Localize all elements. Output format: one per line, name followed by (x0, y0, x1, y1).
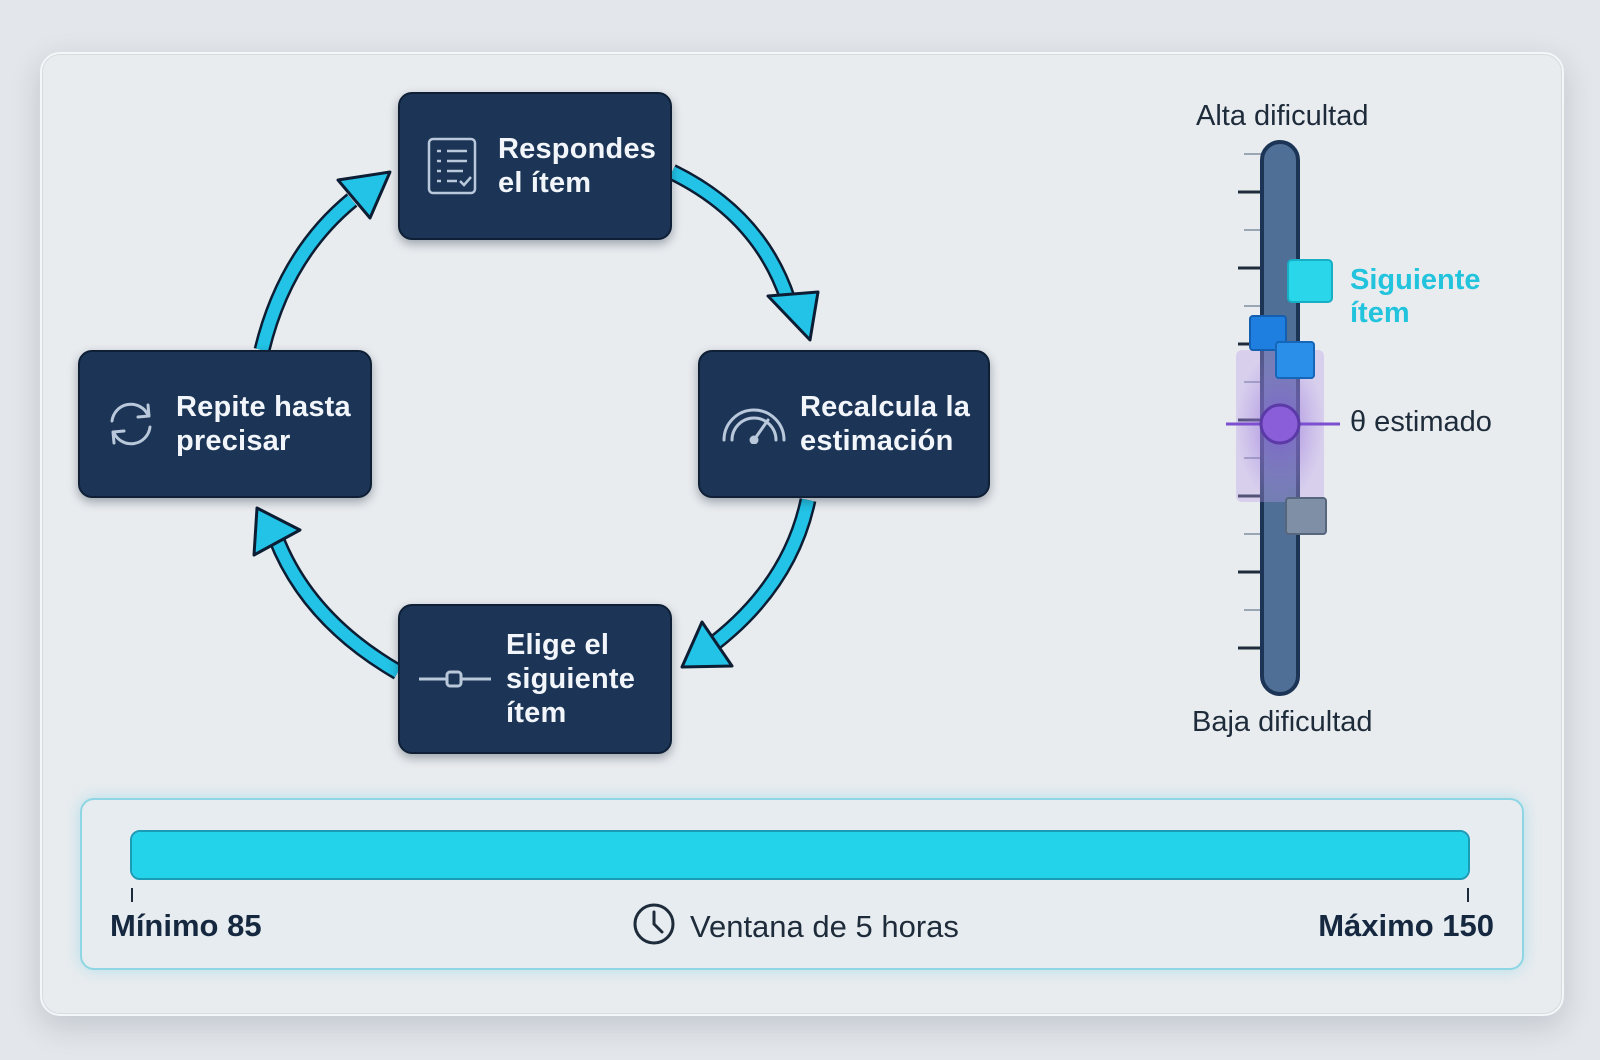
step-repeat-until-precise: Repite hasta precisar (78, 350, 372, 498)
max-questions-label: Máximo 150 (1318, 908, 1494, 943)
theta-estimate-label: θ estimado (1350, 406, 1492, 438)
min-tick (131, 888, 133, 902)
step-label: Respondes el ítem (498, 133, 657, 199)
step-respond-item: Respondes el ítem (398, 92, 672, 240)
clock-icon (632, 902, 676, 951)
max-tick (1467, 888, 1469, 902)
step-recalculate-estimate: Recalcula la estimación (698, 350, 990, 498)
checklist-icon (424, 137, 480, 195)
difficulty-scale (1226, 140, 1340, 696)
item-marker-blue (1275, 341, 1315, 379)
time-window-label: Ventana de 5 horas (690, 908, 959, 944)
step-label: Repite hasta precisar (176, 391, 351, 457)
low-difficulty-label: Baja dificultad (1192, 706, 1373, 738)
min-questions-label: Mínimo 85 (110, 908, 262, 943)
gauge-icon (720, 404, 788, 444)
test-length-card (80, 798, 1524, 970)
refresh-icon (102, 401, 160, 447)
theta-marker (1259, 403, 1301, 445)
slider-icon (416, 669, 494, 689)
step-label: Recalcula la estimación (800, 391, 971, 457)
time-window: Ventana de 5 horas (632, 902, 959, 951)
next-item-label: Siguiente ítem (1350, 264, 1481, 329)
item-marker-gray (1285, 497, 1327, 535)
step-choose-next-item: Elige el siguiente ítem (398, 604, 672, 754)
step-label: Elige el siguiente ítem (506, 629, 636, 729)
test-length-bar (130, 830, 1470, 880)
next-item-marker (1287, 259, 1333, 303)
high-difficulty-label: Alta dificultad (1196, 100, 1369, 132)
test-length-bar-fill (132, 832, 1468, 878)
